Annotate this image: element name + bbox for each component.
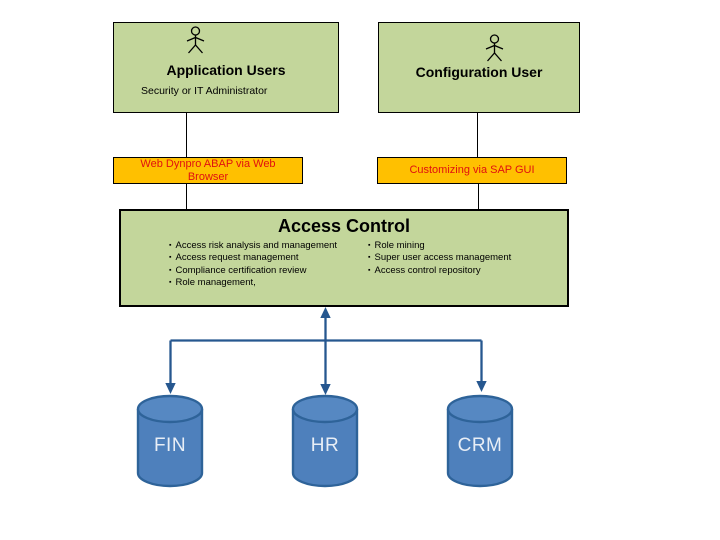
arrowhead-down-icon [476, 381, 487, 392]
feature-list-left: ▪Access risk analysis and management ▪Ac… [169, 240, 337, 290]
arrowhead-down-icon [165, 383, 176, 394]
feature-item: ▪Access risk analysis and management [169, 240, 337, 252]
feature-text: Compliance certification review [175, 264, 307, 276]
connector-line [186, 184, 187, 209]
system-label: FIN [153, 435, 187, 456]
feature-text: Super user access management [374, 252, 512, 264]
channel-box-sap-gui: Customizing via SAP GUI [377, 157, 567, 184]
actor-subtitle: Security or IT Administrator [141, 85, 268, 97]
feature-item: ▪Access control repository [368, 265, 511, 277]
database-cylinder-hr: HR [290, 393, 360, 491]
feature-item: ▪Role management, [169, 277, 337, 289]
channel-label: Customizing via SAP GUI [409, 164, 535, 177]
actor-title: Configuration User [415, 64, 543, 80]
system-label: HR [310, 435, 340, 456]
feature-text: Access request management [175, 252, 299, 264]
bullet-icon: ▪ [169, 279, 172, 287]
connector-line [477, 113, 478, 157]
stick-figure-icon [485, 34, 504, 62]
bullet-icon: ▪ [368, 266, 371, 274]
feature-item: ▪Access request management [169, 252, 337, 264]
connector-line [186, 113, 187, 157]
bullet-icon: ▪ [368, 254, 371, 262]
database-cylinder-crm: CRM [445, 393, 515, 491]
actor-title: Application Users [166, 62, 286, 78]
bullet-icon: ▪ [368, 242, 371, 249]
feature-list-right: ▪Role mining ▪Super user access manageme… [368, 240, 511, 277]
connector-line [478, 184, 479, 209]
cylinder-icon [446, 394, 514, 488]
arrowhead-up-icon [320, 307, 331, 318]
bullet-icon: ▪ [169, 254, 172, 262]
feature-text: Access control repository [374, 264, 481, 276]
system-label: CRM [457, 435, 503, 456]
arrowhead-down-icon [320, 384, 331, 395]
feature-item: ▪Compliance certification review [169, 265, 337, 277]
cylinder-icon [136, 394, 204, 488]
bullet-icon: ▪ [169, 266, 172, 274]
feature-item: ▪Super user access management [368, 252, 511, 264]
bullet-icon: ▪ [169, 242, 172, 249]
actor-box-application-users: Application Users Security or IT Adminis… [113, 22, 339, 113]
channel-box-web-dynpro: Web Dynpro ABAP via Web Browser [113, 157, 303, 184]
database-cylinder-fin: FIN [135, 393, 205, 491]
channel-label: Web Dynpro ABAP via Web Browser [140, 158, 276, 183]
stick-figure-icon [186, 26, 205, 54]
access-control-title: Access Control [277, 216, 411, 236]
feature-text: Access risk analysis and management [175, 240, 338, 251]
feature-text: Role management, [175, 277, 256, 289]
access-control-box: Access Control ▪Access risk analysis and… [119, 209, 569, 307]
feature-item: ▪Role mining [368, 240, 511, 252]
actor-box-configuration-user: Configuration User [378, 22, 580, 113]
cylinder-icon [291, 394, 359, 488]
feature-text: Role mining [374, 240, 425, 251]
